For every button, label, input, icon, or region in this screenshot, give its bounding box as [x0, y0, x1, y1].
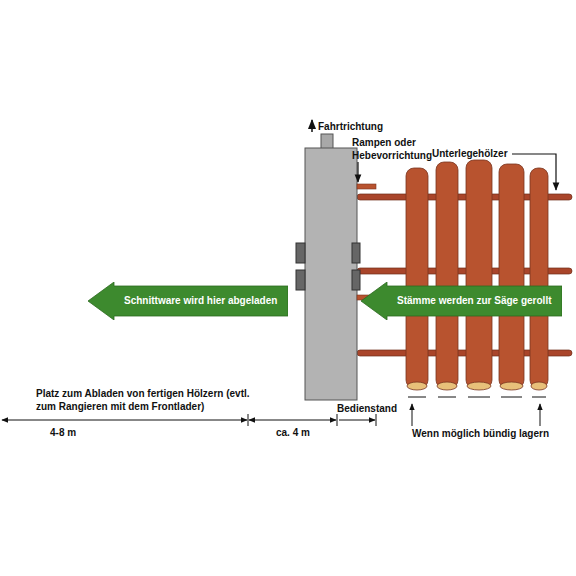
flush-mark	[501, 397, 522, 398]
label: 4-8 m	[50, 426, 76, 439]
arrow-band: Stämme werden zur Säge gerollt	[361, 282, 562, 320]
label: Unterlegehölzer	[432, 147, 508, 160]
arrow-band: Schnittware wird hier abgeladen	[88, 282, 288, 320]
log	[406, 168, 428, 388]
dimension-tick	[248, 414, 249, 426]
label: ca. 4 m	[276, 426, 310, 439]
ramp	[357, 184, 376, 189]
log-end	[437, 382, 457, 390]
arrow-label: Stämme werden zur Säge gerollt	[397, 295, 552, 307]
dimension-tick	[376, 414, 377, 426]
leader-line	[412, 404, 413, 426]
dimension-line	[339, 420, 375, 421]
leader-line	[540, 404, 541, 426]
log-end	[500, 382, 523, 390]
log	[499, 164, 524, 388]
logs	[406, 160, 548, 390]
dimension-tick	[337, 414, 338, 426]
label: Wenn möglich bündig lagern	[412, 427, 549, 440]
log-end	[467, 382, 491, 390]
dimension-line	[249, 420, 336, 421]
clamp	[352, 270, 360, 290]
leader-line	[512, 154, 556, 190]
saw-body	[305, 148, 357, 400]
leader-line	[357, 162, 358, 182]
label: Platz zum Abladen von fertigen Hölzern (…	[36, 387, 266, 413]
arrow-label: Schnittware wird hier abgeladen	[124, 295, 277, 307]
flush-mark	[532, 397, 546, 398]
dimension-line	[2, 420, 247, 421]
log-end	[407, 382, 427, 390]
log	[436, 162, 458, 388]
log	[530, 168, 548, 388]
label: Fahrtrichtung	[318, 120, 383, 133]
label: Rampen oder Hebevorrichtung	[352, 136, 436, 162]
arrow-fill	[88, 282, 288, 320]
log	[466, 160, 492, 388]
clamp	[352, 243, 360, 263]
flush-marks	[408, 397, 546, 398]
arrow-fill	[361, 282, 562, 320]
flush-mark	[468, 397, 490, 398]
direction-arrow	[311, 120, 313, 132]
clamp	[296, 243, 305, 263]
label: Bedienstand	[337, 402, 397, 415]
flush-mark	[408, 397, 426, 398]
clamp	[296, 270, 305, 290]
flush-mark	[438, 397, 456, 398]
log-end	[531, 382, 547, 390]
